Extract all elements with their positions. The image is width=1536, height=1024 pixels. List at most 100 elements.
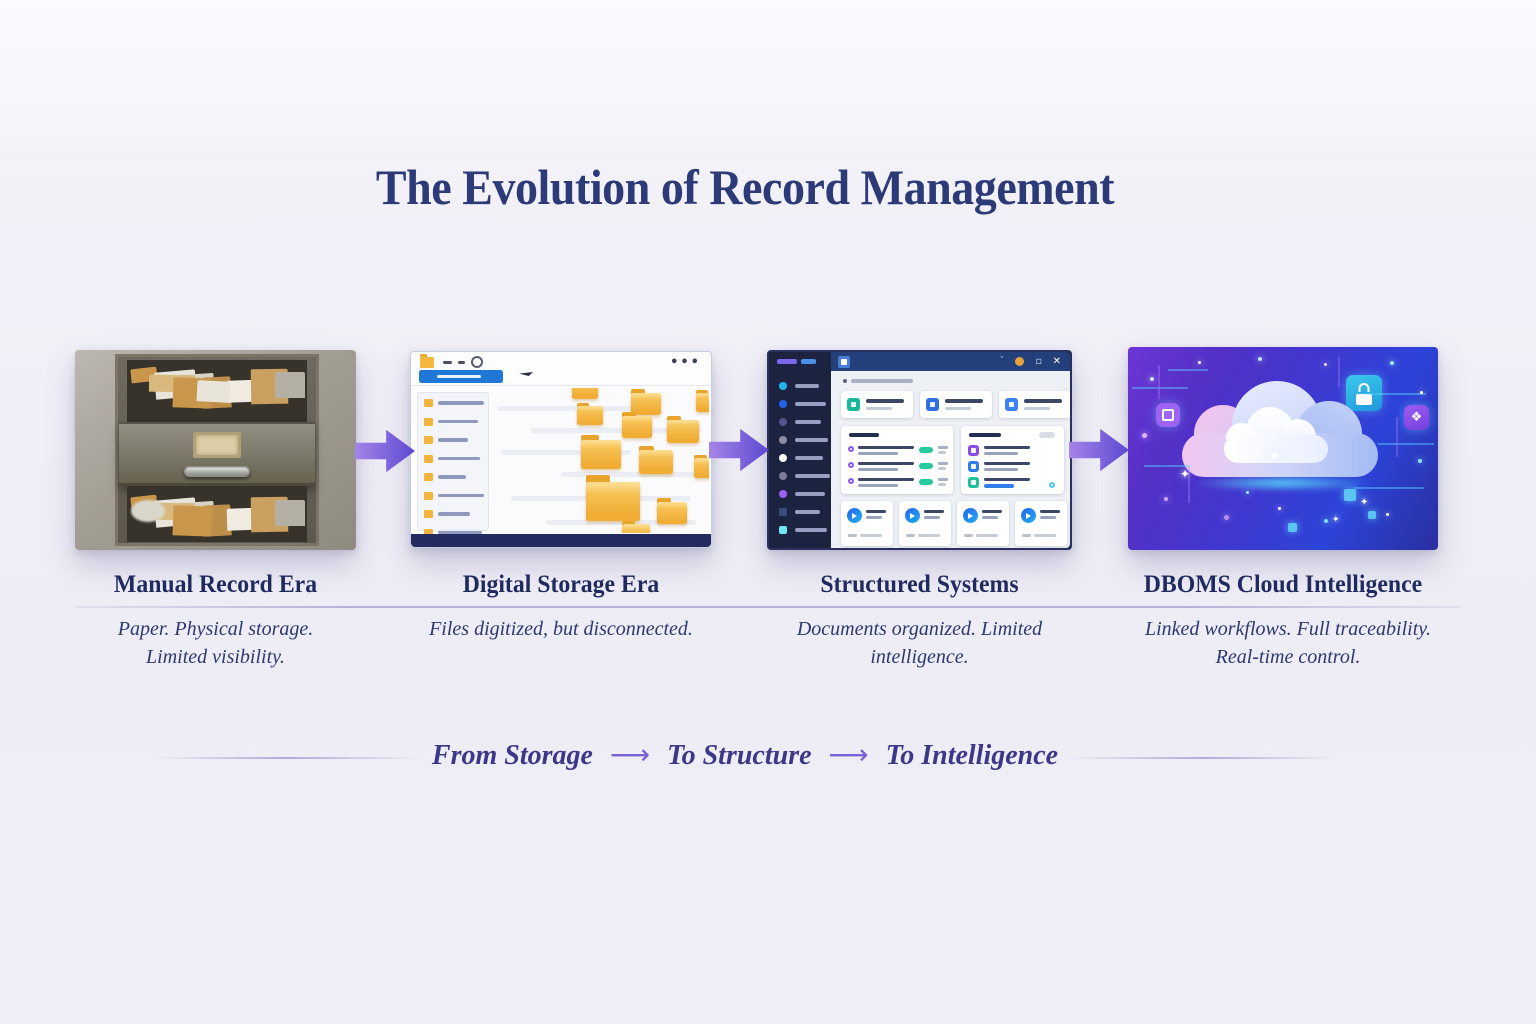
refresh-icon (471, 356, 483, 368)
dashboard-titlebar: ˅ ▫ ✕ (831, 352, 1070, 371)
ellipsis-icon: ••• (670, 355, 701, 370)
row-title (984, 446, 1030, 449)
glow-dot (1390, 361, 1394, 365)
stat-icon (926, 398, 939, 411)
folder-icon (581, 435, 621, 469)
file-row (531, 428, 701, 433)
row-title (858, 478, 914, 481)
filing-cabinet-photo (75, 350, 356, 550)
circuit-line (1158, 365, 1160, 399)
data-node-icon (1344, 489, 1356, 501)
lock-body (1356, 393, 1372, 405)
row-title (858, 446, 914, 449)
circuit-line (1188, 467, 1190, 503)
minimize-icon (1015, 357, 1024, 366)
sidebar-item-icon (779, 400, 787, 408)
row-icon (968, 477, 979, 488)
row-meta (938, 446, 948, 449)
list-panel (961, 426, 1064, 494)
row-meta (938, 451, 946, 454)
status-badge (919, 463, 933, 469)
caption-divider (75, 606, 1461, 608)
back-icon (443, 361, 452, 364)
card-subtitle (866, 516, 882, 519)
app-logo (777, 359, 797, 364)
cloud-illustration: ❖ ✦ ✦✦✦ (1128, 347, 1438, 550)
sparkle-icon: ✦ (1268, 447, 1281, 465)
save-icon (838, 355, 850, 368)
drawer-label-plate (193, 432, 241, 458)
tagline-intelligence: To Intelligence (885, 740, 1059, 771)
sidebar-item-icon (779, 454, 787, 462)
row-meta (938, 462, 948, 465)
glow-dot (1142, 433, 1147, 438)
sidebar-item-icon (779, 472, 787, 480)
tagline: From Storage ⟶ To Structure ⟶ To Intelli… (0, 738, 1490, 772)
sidebar-item (418, 471, 488, 486)
glow-dot (1278, 507, 1281, 510)
sidebar-item-icon (779, 526, 787, 534)
row-subtitle (858, 452, 898, 455)
action-icon (905, 508, 920, 523)
inner-cloud-base (1224, 435, 1328, 463)
card-meta (918, 534, 940, 537)
sidebar-item-label (438, 419, 478, 423)
sidebar-item-label (438, 438, 468, 442)
explorer-sidebar (417, 392, 489, 537)
folder-icon (696, 389, 709, 412)
glow-dot (1198, 361, 1201, 364)
stage-description-structured-systems: Documents organized. Limited intelligenc… (796, 618, 1043, 668)
glow-dot (1224, 515, 1229, 520)
folder-icon (586, 475, 640, 521)
card-title (924, 510, 944, 513)
sidebar-item-icon (779, 436, 787, 444)
forward-icon (458, 361, 465, 364)
dashboard-window: ˅ ▫ ✕ (769, 352, 1070, 548)
circuit-line (1144, 465, 1190, 467)
explorer-toolbar: ••• (411, 352, 711, 386)
cabinet-open-drawer-top (127, 360, 307, 422)
sparkle-icon: ✦ (1180, 467, 1191, 481)
dashboard-content (831, 371, 1070, 548)
row-action-icon (1049, 482, 1055, 488)
glow-dot (1164, 497, 1168, 501)
file-folder (275, 500, 305, 526)
sidebar-item-label (795, 438, 828, 442)
glow-dot (1420, 391, 1423, 394)
circuit-line (1168, 369, 1208, 371)
stat-card (841, 391, 913, 418)
folder-icon (424, 491, 433, 500)
app-tile-icon (1156, 403, 1180, 427)
folder-icon (424, 417, 433, 426)
row-icon (848, 478, 854, 484)
action-card (1015, 501, 1067, 546)
folder-icon (572, 388, 598, 399)
action-icon (847, 508, 862, 523)
card-subtitle (982, 516, 998, 519)
card-meta (860, 534, 882, 537)
data-node-icon (1368, 511, 1376, 519)
stage-label-digital-storage: Digital Storage Era (462, 571, 660, 598)
sidebar-item (418, 416, 488, 431)
breadcrumb-dot (843, 379, 847, 383)
folder-icon (424, 454, 433, 463)
sidebar-item-icon (779, 382, 787, 390)
stage-label-cloud-intelligence: DBOMS Cloud Intelligence (1143, 571, 1423, 598)
card-meta (848, 534, 857, 537)
sparkle-icon: ✦ (1332, 515, 1340, 525)
stat-icon (847, 398, 860, 411)
card-meta (1034, 534, 1056, 537)
stat-card (920, 391, 992, 418)
card-meta (906, 534, 915, 537)
row-meta (938, 478, 948, 481)
glow-dot (1246, 491, 1249, 494)
close-icon: ✕ (1052, 356, 1061, 367)
folder-icon (631, 389, 661, 415)
action-icon (1021, 508, 1036, 523)
stage-illustration-manual-record (75, 350, 356, 550)
glow-dot (1418, 459, 1422, 463)
folder-icon (424, 528, 433, 537)
status-badge (919, 447, 933, 453)
action-card (841, 501, 893, 546)
stage-label-manual-record: Manual Record Era (113, 571, 318, 598)
